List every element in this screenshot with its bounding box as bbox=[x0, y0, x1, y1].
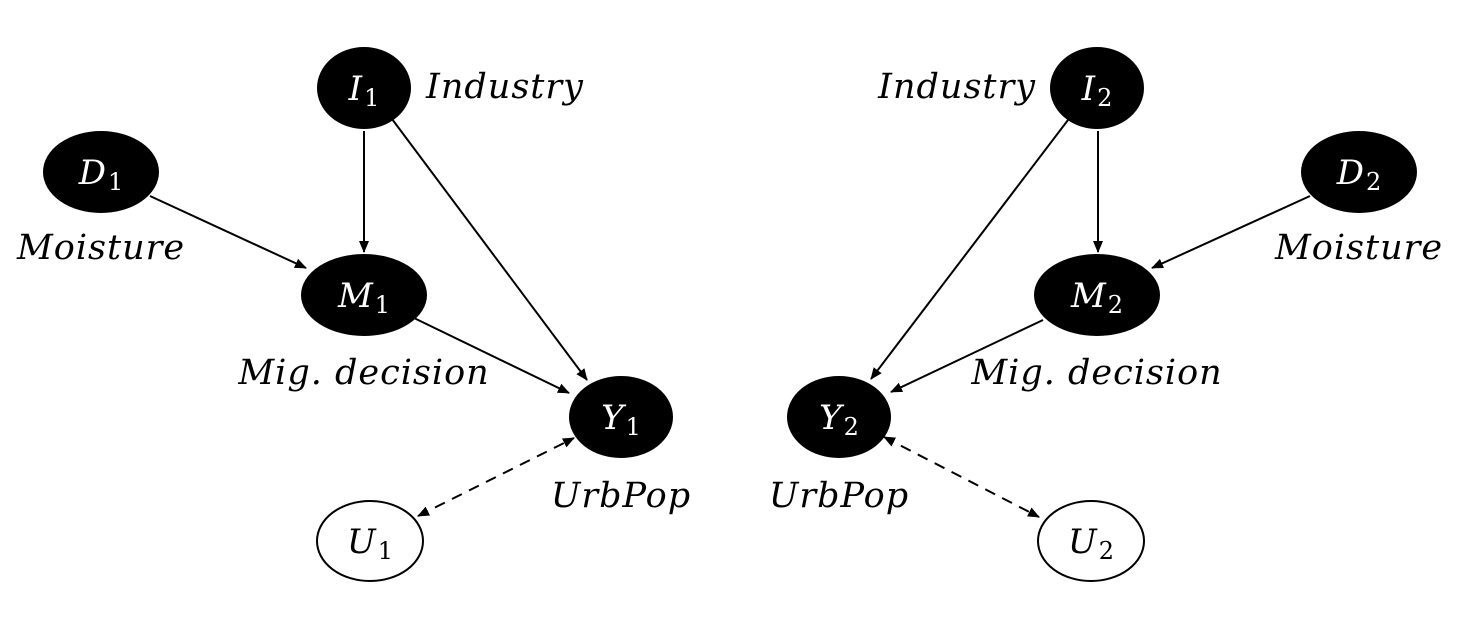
node-m2-letter: M bbox=[1070, 276, 1107, 316]
node-i1-subscript: 1 bbox=[364, 84, 379, 112]
node-m1: M1 bbox=[301, 254, 427, 336]
node-y2: Y2 bbox=[787, 376, 891, 458]
edges-group bbox=[149, 118, 1311, 518]
node-i1-letter: I bbox=[348, 69, 363, 109]
edge-d1-m1 bbox=[149, 195, 307, 269]
edge-m2-y2 bbox=[890, 319, 1044, 393]
label-industry-1: Industry bbox=[425, 67, 584, 107]
node-i2-subscript: 2 bbox=[1097, 84, 1112, 112]
node-d2: D2 bbox=[1301, 131, 1417, 213]
node-u2: U2 bbox=[1037, 500, 1145, 582]
node-d1-letter: D bbox=[78, 153, 106, 193]
label-moisture-2: Moisture bbox=[1274, 228, 1443, 268]
node-u1-subscript: 1 bbox=[378, 537, 393, 565]
svg-text:I1: I1 bbox=[348, 69, 380, 112]
node-y1-subscript: 1 bbox=[626, 413, 641, 441]
node-i2: I2 bbox=[1050, 47, 1144, 129]
node-y2-subscript: 2 bbox=[844, 413, 859, 441]
edge-d2-m2 bbox=[1151, 195, 1311, 269]
label-moisture-1: Moisture bbox=[16, 228, 185, 268]
node-m2-subscript: 2 bbox=[1108, 291, 1123, 319]
edge-u1-y1 bbox=[417, 437, 575, 517]
node-i1: I1 bbox=[317, 47, 411, 129]
node-m2: M2 bbox=[1034, 254, 1160, 336]
svg-text:D2: D2 bbox=[1336, 153, 1382, 196]
label-urbpop-2: UrbPop bbox=[769, 476, 909, 516]
label-mig-decision-1: Mig. decision bbox=[237, 353, 489, 393]
node-y1: Y1 bbox=[569, 376, 673, 458]
node-y2-letter: Y bbox=[819, 398, 845, 438]
edge-y2-u2 bbox=[883, 436, 1040, 518]
node-u2-letter: U bbox=[1068, 522, 1098, 562]
node-d2-subscript: 2 bbox=[1366, 168, 1381, 196]
edge-i2-y2 bbox=[870, 119, 1069, 380]
label-mig-decision-2: Mig. decision bbox=[970, 353, 1222, 393]
svg-text:U1: U1 bbox=[347, 522, 393, 565]
node-u2-subscript: 2 bbox=[1099, 537, 1114, 565]
node-m1-letter: M bbox=[337, 276, 374, 316]
edge-i1-y1 bbox=[391, 118, 588, 381]
svg-text:D1: D1 bbox=[78, 153, 124, 196]
node-m1-subscript: 1 bbox=[375, 291, 390, 319]
node-d1-subscript: 1 bbox=[108, 168, 123, 196]
svg-text:U2: U2 bbox=[1068, 522, 1114, 565]
svg-text:M1: M1 bbox=[337, 276, 390, 319]
label-industry-2: Industry bbox=[877, 67, 1036, 107]
label-urbpop-1: UrbPop bbox=[551, 476, 691, 516]
node-d2-letter: D bbox=[1336, 153, 1364, 193]
svg-text:M2: M2 bbox=[1070, 276, 1123, 319]
svg-text:Y1: Y1 bbox=[601, 398, 641, 441]
node-d1: D1 bbox=[43, 131, 159, 213]
node-i2-letter: I bbox=[1081, 69, 1096, 109]
edge-m1-y1 bbox=[413, 317, 570, 394]
node-y1-letter: Y bbox=[601, 398, 627, 438]
node-u1: U1 bbox=[316, 500, 424, 582]
node-u1-letter: U bbox=[347, 522, 377, 562]
svg-text:I2: I2 bbox=[1081, 69, 1113, 112]
svg-text:Y2: Y2 bbox=[819, 398, 859, 441]
